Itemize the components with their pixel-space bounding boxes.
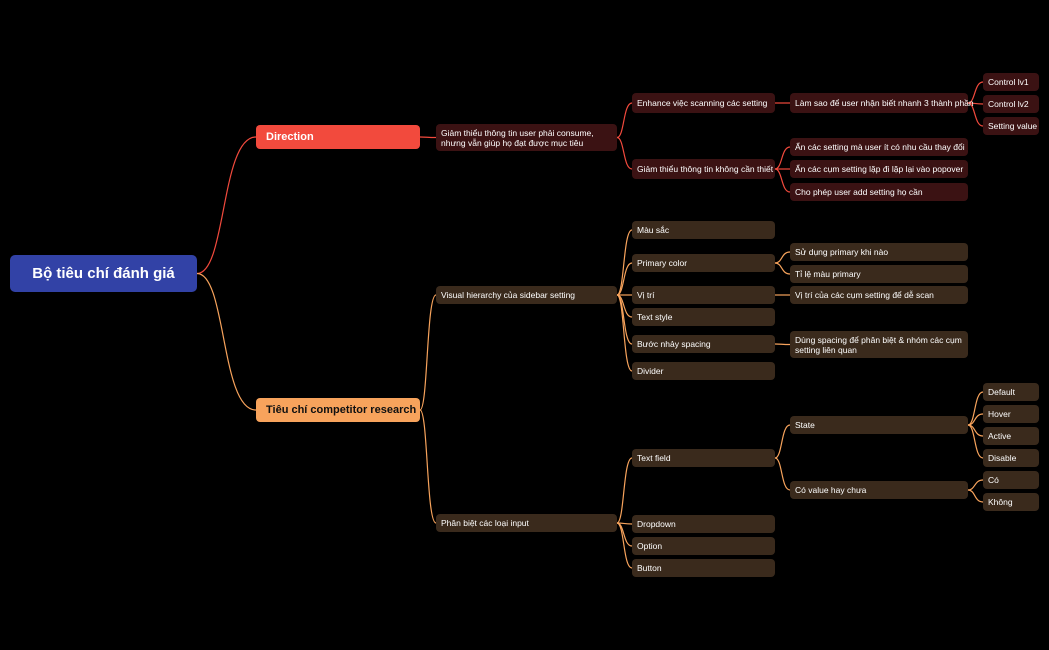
connector-value-yes-node xyxy=(967,479,984,491)
connector-color-node xyxy=(616,229,633,296)
has-value-node[interactable]: Có value hay chưa xyxy=(790,481,968,499)
spacing-step-node[interactable]: Bước nhảy spacing xyxy=(632,335,775,353)
button-node[interactable]: Button xyxy=(632,559,775,577)
connector-visual-hierarchy-node xyxy=(419,294,437,411)
state-disable-node[interactable]: Disable xyxy=(983,449,1039,467)
popover-settings-node[interactable]: Ẩn các cụm setting lặp đi lặp lại vào po… xyxy=(790,160,968,178)
control-lv1-node[interactable]: Control lv1 xyxy=(983,73,1039,91)
primary-color-node[interactable]: Primary color xyxy=(632,254,775,272)
dropdown-node[interactable]: Dropdown xyxy=(632,515,775,533)
connector-enhance-scanning-node xyxy=(616,102,633,139)
position-scan-node[interactable]: Vị trí của các cụm setting để dễ scan xyxy=(790,286,968,304)
value-no-node[interactable]: Không xyxy=(983,493,1039,511)
connector-direction-goal-node xyxy=(419,136,437,139)
spacing-usage-node[interactable]: Dùng spacing để phân biệt & nhóm các cụm… xyxy=(790,331,968,358)
position-node[interactable]: Vị trí xyxy=(632,286,775,304)
direction-node[interactable]: Direction xyxy=(256,125,420,149)
connector-spacing-usage-node xyxy=(774,343,791,346)
connector-reduce-info-node xyxy=(616,136,633,170)
enhance-question-node[interactable]: Làm sao để user nhận biết nhanh 3 thành … xyxy=(790,93,974,113)
connector-value-no-node xyxy=(967,489,984,503)
hide-settings-node[interactable]: Ẩn các setting mà user ít có nhu cầu tha… xyxy=(790,138,968,156)
reduce-info-node[interactable]: Giảm thiểu thông tin không cần thiết xyxy=(632,159,775,179)
connector-competitor-research-node xyxy=(196,272,257,411)
connector-text-field-node xyxy=(616,457,633,524)
control-lv2-node[interactable]: Control lv2 xyxy=(983,95,1039,113)
competitor-research-node[interactable]: Tiêu chí competitor research xyxy=(256,398,420,422)
text-style-node[interactable]: Text style xyxy=(632,308,775,326)
state-node[interactable]: State xyxy=(790,416,968,434)
direction-goal-node[interactable]: Giảm thiểu thông tin user phải consume, … xyxy=(436,124,617,151)
option-node[interactable]: Option xyxy=(632,537,775,555)
state-hover-node[interactable]: Hover xyxy=(983,405,1039,423)
connector-direction-node xyxy=(196,136,257,275)
connector-control-lv1-node xyxy=(967,81,984,104)
visual-hierarchy-node[interactable]: Visual hierarchy của sidebar setting xyxy=(436,286,617,304)
connector-state-default-node xyxy=(967,391,984,426)
enhance-scanning-node[interactable]: Enhance việc scanning các setting xyxy=(632,93,775,113)
connector-has-value-node xyxy=(774,457,791,491)
connector-add-settings-node xyxy=(774,168,791,193)
setting-value-node[interactable]: Setting value xyxy=(983,117,1039,135)
connector-state-node xyxy=(774,424,791,459)
connector-state-disable-node xyxy=(967,424,984,459)
text-field-node[interactable]: Text field xyxy=(632,449,775,467)
value-yes-node[interactable]: Có xyxy=(983,471,1039,489)
connector-divider-node xyxy=(616,294,633,372)
color-node[interactable]: Màu sắc xyxy=(632,221,775,239)
connector-primary-color-node xyxy=(616,262,633,296)
connector-input-types-node xyxy=(419,409,437,524)
connector-option-node xyxy=(616,522,633,547)
input-types-node[interactable]: Phân biệt các loại input xyxy=(436,514,617,532)
connector-setting-value-node xyxy=(967,102,984,127)
connector-primary-usage-node xyxy=(774,251,791,264)
connector-button-node xyxy=(616,522,633,569)
primary-usage-node[interactable]: Sử dụng primary khi nào xyxy=(790,243,968,261)
divider-node[interactable]: Divider xyxy=(632,362,775,380)
add-settings-node[interactable]: Cho phép user add setting họ cần xyxy=(790,183,968,201)
connector-hide-settings-node xyxy=(774,146,791,170)
primary-ratio-node[interactable]: Tỉ lệ màu primary xyxy=(790,265,968,283)
connector-primary-ratio-node xyxy=(774,262,791,275)
root-node[interactable]: Bộ tiêu chí đánh giá xyxy=(10,255,197,292)
state-default-node[interactable]: Default xyxy=(983,383,1039,401)
state-active-node[interactable]: Active xyxy=(983,427,1039,445)
